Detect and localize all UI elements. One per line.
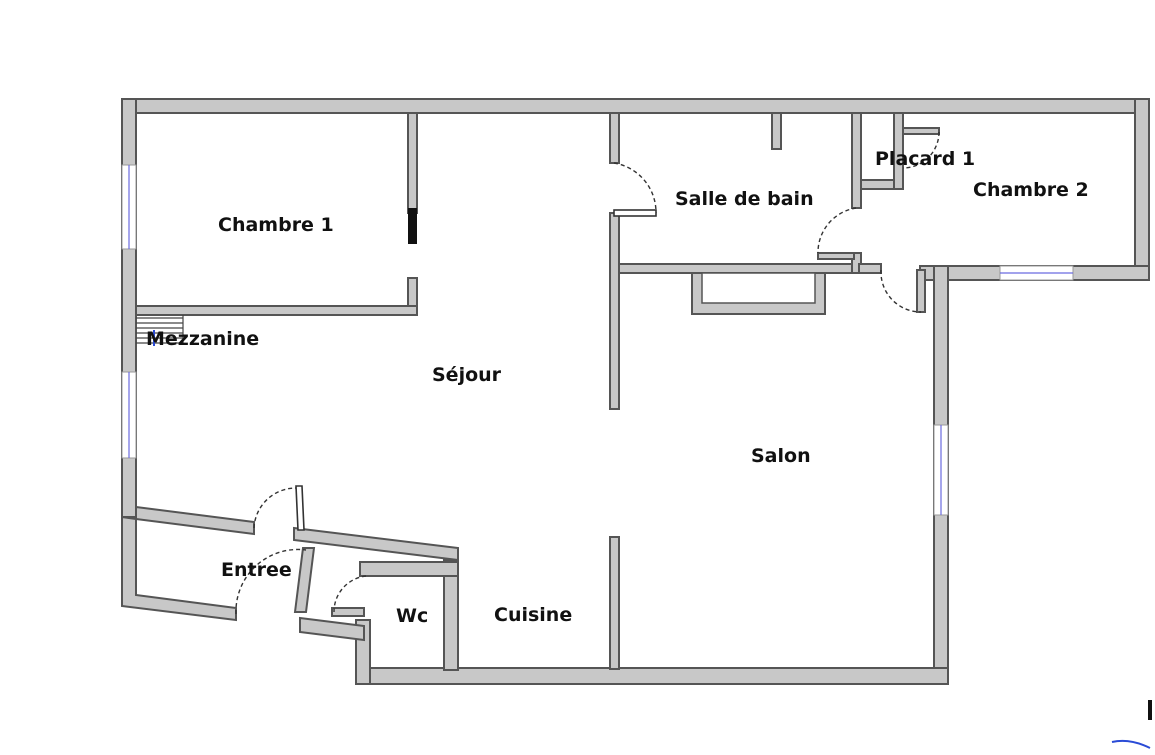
cabinet-inner	[701, 272, 816, 304]
door-entree-top-leaf	[295, 485, 305, 531]
edge-mark	[1148, 700, 1152, 720]
wall-chambre2-door-left	[858, 263, 882, 274]
door-sdb-arc	[613, 162, 657, 214]
wall-sejour-sdb-upper	[609, 112, 620, 164]
wall-top	[121, 98, 1150, 114]
room-label-salle-de-bain: Salle de bain	[675, 188, 814, 210]
wall-entree-bottom-right	[299, 616, 365, 642]
room-label-wc: Wc	[396, 605, 428, 627]
wall-sdb-door-stub	[817, 252, 855, 260]
room-label-chambre2: Chambre 2	[973, 179, 1089, 201]
door-wc-arc	[333, 575, 367, 613]
door-sdb-leaf	[613, 209, 657, 217]
room-label-chambre1: Chambre 1	[218, 214, 334, 236]
wall-placard-door-stub	[902, 127, 940, 135]
wall-wc-top	[359, 561, 459, 577]
wall-right-upper	[1134, 98, 1150, 281]
wall-placard-right	[893, 112, 904, 190]
wall-entree-top-left	[135, 505, 255, 536]
door-sdb2-arc	[817, 207, 857, 254]
wall-chambre2-door-jamb	[916, 269, 926, 313]
wall-wc-right	[443, 559, 459, 671]
wall-chambre1-bottom	[135, 305, 418, 316]
room-label-sejour: Séjour	[432, 364, 502, 386]
wall-entree-top-right	[293, 526, 459, 562]
wall-sdb-stub	[771, 112, 782, 150]
room-label-cuisine: Cuisine	[494, 604, 572, 626]
wall-sdb-right-upper	[851, 112, 862, 209]
door-chambre1-closed	[408, 208, 417, 244]
door-placard-arc	[902, 131, 940, 169]
wall-entree-divider	[293, 547, 316, 613]
wall-entree-bottom-left	[121, 515, 237, 622]
wall-cuisine-salon	[609, 536, 620, 670]
door-entree-bottom-arc	[235, 548, 307, 615]
wall-sejour-sdb-lower	[609, 212, 620, 410]
room-label-entree: Entree	[221, 559, 292, 581]
room-label-salon: Salon	[751, 445, 811, 467]
wall-wc-door-stub	[331, 607, 365, 617]
door-chambre2-arc	[880, 269, 922, 313]
door-entree-top-arc	[253, 487, 297, 529]
wall-sdb-bottom	[618, 263, 860, 274]
ladder-icon	[136, 315, 184, 346]
edge-stroke	[1111, 739, 1151, 749]
wall-chambre1-right	[407, 112, 418, 214]
room-label-mezzanine: Mezzanine	[146, 328, 259, 350]
room-label-placard1: Placard 1	[875, 148, 975, 170]
